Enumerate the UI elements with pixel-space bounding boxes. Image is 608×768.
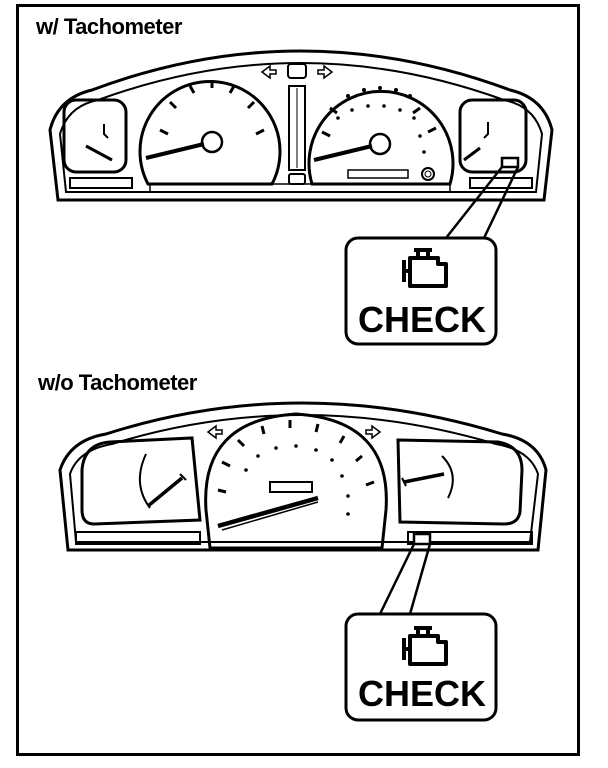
cluster-without-tachometer: CHECK [58,401,548,722]
fuel-gauge-arc-bottom [139,453,151,509]
speedometer-needle [145,142,205,160]
cluster-with-tachometer: CHECK [48,49,554,346]
lower-bar-left-bottom [75,531,201,545]
turn-right-arrow-icon-bottom [365,424,382,440]
check-engine-lamp [500,156,520,169]
callout-leader-lines [445,166,520,239]
check-callout-box-bottom [344,612,498,722]
speedometer-dial-bottom [204,412,388,550]
fuel-gauge-window-bottom [80,436,202,526]
turn-left-arrow-icon-bottom [206,424,223,440]
callout-leader-lines-bottom [378,543,432,615]
lower-bar-right-bottom [407,531,533,545]
check-engine-lamp-bottom [412,532,432,546]
center-strip [288,85,306,171]
center-indicator-top [287,63,307,79]
lower-bar-right [469,177,533,189]
speedometer-needle-bottom [217,495,319,529]
speedometer-dots-bottom [244,444,350,516]
speedometer-ticks [159,80,265,136]
temp-gauge-window-bottom [396,438,524,526]
trip-reset-knob [421,167,435,181]
temp-gauge-mark [483,122,489,139]
center-indicator-bottom [288,173,306,185]
odometer-display [347,169,409,179]
fuel-gauge-needle [85,144,113,162]
speedometer-ticks-bottom [217,420,375,494]
lower-bar-left [69,177,133,189]
check-label-bottom: CHECK [358,673,486,714]
turn-right-arrow-icon [317,64,334,80]
temp-gauge-window [458,98,528,174]
check-label-top: CHECK [358,299,486,340]
title-without-tachometer: w/o Tachometer [38,370,197,395]
speedometer-hub [200,130,224,154]
fuel-gauge-mark [103,124,109,139]
temp-gauge-needle-bottom [403,472,445,484]
temp-gauge-needle [463,146,481,162]
temp-gauge-arc-bottom [441,455,454,499]
tachometer-dots [336,86,426,154]
tachometer-ticks [321,106,437,138]
check-callout-box [344,236,498,346]
odometer-display-bottom [269,481,313,493]
tachometer-needle [313,144,373,162]
turn-left-arrow-icon [260,64,277,80]
fuel-gauge-needle-bottom [146,476,184,508]
cluster-outer-housing [48,49,554,202]
title-with-tachometer: w/ Tachometer [36,14,182,39]
tachometer-hub [368,132,392,156]
fuel-gauge-window [62,98,128,174]
cluster-outer-housing-bottom [58,401,548,552]
tachometer-dial [307,89,455,186]
